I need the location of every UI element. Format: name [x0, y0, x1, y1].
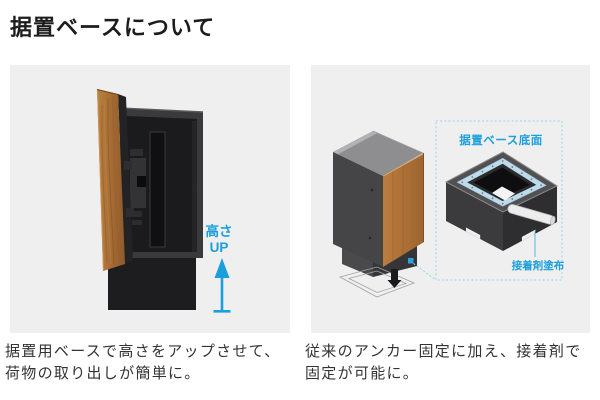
height-up-label-line2: UP [210, 240, 229, 255]
up-arrow-icon [213, 258, 231, 313]
adhesive-applicator [507, 204, 556, 226]
connector-marker [408, 258, 414, 264]
right-caption-line1: 従来のアンカー固定に加え、接着剤で [305, 343, 582, 360]
page-title: 据置ベースについて [10, 15, 216, 40]
adhesive-label: 接着剤塗布 [512, 259, 565, 272]
open-wood-door [96, 88, 134, 271]
left-illustration-panel: 高さ UP [10, 65, 290, 333]
left-caption-line1: 据置用ベースで高さをアップさせて、 [5, 343, 281, 360]
callout-title: 据置ベース底面 [459, 133, 542, 147]
adhesive-fixing-illustration: 据置ベース底面 [333, 120, 565, 298]
height-up-annotation: 高さ UP [206, 223, 233, 313]
floor-outline [338, 266, 416, 298]
height-up-illustration: 高さ UP [96, 88, 233, 313]
callout-box [435, 120, 563, 281]
right-caption: 従来のアンカー固定に加え、接着剤で 固定が可能に。 [305, 341, 597, 385]
height-up-label-line1: 高さ [206, 223, 233, 239]
screw-hole-dots [461, 160, 542, 205]
isometric-box [333, 130, 425, 277]
standing-base [108, 257, 196, 310]
connector-line [413, 263, 437, 281]
left-caption-line2: 荷物の取り出しが簡単に。 [5, 365, 201, 382]
cabinet-body [119, 107, 204, 258]
down-arrow-icon [387, 269, 402, 288]
right-caption-line2: 固定が可能に。 [305, 365, 420, 382]
base-bottom-iso [444, 151, 559, 251]
right-illustration-panel: 据置ベース底面 [311, 65, 590, 333]
left-caption: 据置用ベースで高さをアップさせて、 荷物の取り出しが簡単に。 [5, 341, 300, 385]
door-hinge-hardware [130, 149, 197, 225]
